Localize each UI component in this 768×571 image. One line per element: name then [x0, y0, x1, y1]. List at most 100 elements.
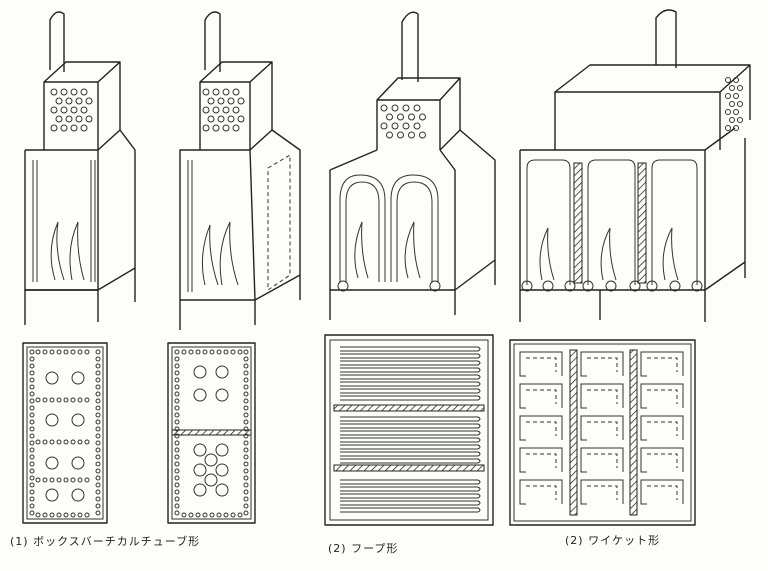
furnace-hoop: [329, 11, 496, 320]
small-tube: [243, 363, 249, 369]
small-tube: [29, 412, 35, 418]
small-tube: [95, 475, 101, 481]
hole: [408, 131, 415, 139]
roller: [521, 280, 533, 292]
hole: [70, 124, 78, 132]
wicket-tube: [519, 479, 563, 505]
small-tube: [63, 439, 69, 445]
small-tube: [243, 447, 249, 453]
hoop-tube: [340, 395, 481, 401]
small-tube: [29, 349, 35, 355]
hoop-tube: [340, 500, 481, 506]
hoop-tube: [340, 493, 481, 499]
small-tube: [243, 398, 249, 404]
hole: [232, 124, 240, 132]
hoop-tube: [340, 444, 481, 450]
small-tube: [223, 349, 229, 355]
small-tube: [95, 468, 101, 474]
hoop-tube: [340, 346, 481, 352]
small-tube: [174, 398, 180, 404]
burner: [71, 456, 85, 470]
small-tube: [174, 405, 180, 411]
small-tube: [35, 477, 41, 483]
furnace-wicket: [519, 9, 751, 322]
hoop-tube: [340, 381, 481, 387]
hole: [386, 113, 393, 121]
hole: [729, 117, 735, 123]
hole: [380, 122, 388, 130]
small-tube: [63, 349, 69, 355]
small-tube: [174, 391, 180, 397]
burner: [193, 443, 207, 457]
small-tube: [181, 512, 187, 518]
wicket-tube-dashed: [647, 485, 678, 500]
small-tube: [243, 433, 249, 439]
burner: [71, 488, 85, 502]
hole: [733, 109, 739, 115]
small-tube: [29, 405, 35, 411]
caption-box-vertical-tube: (1) ボックスバーチカルチューブ形: [10, 535, 201, 548]
small-tube: [29, 440, 35, 446]
small-tube: [29, 377, 35, 383]
small-tube: [243, 482, 249, 488]
small-tube: [29, 489, 35, 495]
small-tube: [95, 356, 101, 362]
hole: [419, 113, 426, 121]
small-tube: [209, 512, 215, 518]
small-tube: [174, 370, 180, 376]
small-tube: [243, 412, 249, 418]
small-tube: [174, 419, 180, 425]
small-tube: [174, 433, 180, 439]
small-tube: [84, 439, 90, 445]
hole: [202, 106, 210, 114]
roller-circles: [521, 280, 703, 292]
hoop-tube: [340, 430, 481, 436]
small-tube: [56, 397, 62, 403]
small-tube: [56, 439, 62, 445]
small-tube: [84, 349, 90, 355]
hole: [50, 124, 58, 132]
wicket-tube: [640, 383, 684, 409]
hole: [212, 106, 220, 114]
roller: [605, 280, 617, 292]
wicket-tube: [640, 479, 684, 505]
hole: [222, 88, 230, 96]
small-tube: [243, 384, 249, 390]
small-tube: [174, 461, 180, 467]
hole: [733, 93, 739, 99]
small-tube: [29, 503, 35, 509]
small-tube: [56, 349, 62, 355]
hole: [55, 115, 63, 123]
wicket-tube-dashed: [647, 357, 678, 372]
small-tube: [95, 384, 101, 390]
small-tube: [70, 477, 76, 483]
small-tube: [243, 405, 249, 411]
small-tube: [77, 477, 83, 483]
hole: [725, 77, 731, 83]
hoop-tube: [340, 367, 481, 373]
hoop-tube: [340, 458, 481, 464]
small-tube: [35, 397, 41, 403]
small-tube: [243, 419, 249, 425]
small-tube: [42, 439, 48, 445]
small-tube: [95, 482, 101, 488]
hole: [413, 104, 421, 112]
hoop-tube: [340, 437, 481, 443]
wicket-tube-dashed: [647, 421, 678, 436]
small-tube: [243, 391, 249, 397]
hole: [402, 104, 410, 112]
small-tube: [70, 512, 76, 518]
hole: [232, 106, 240, 114]
hoop-tube: [340, 374, 481, 380]
small-tube: [95, 440, 101, 446]
wicket-tube: [580, 447, 624, 473]
small-tube: [174, 447, 180, 453]
hole: [222, 106, 230, 114]
hole: [397, 131, 404, 139]
tube-holes-3: [380, 104, 426, 139]
small-tube: [29, 496, 35, 502]
wicket-tube-dashed: [526, 453, 557, 468]
small-tube: [49, 439, 55, 445]
roller: [691, 280, 703, 292]
wicket-tube-dashed: [587, 485, 618, 500]
